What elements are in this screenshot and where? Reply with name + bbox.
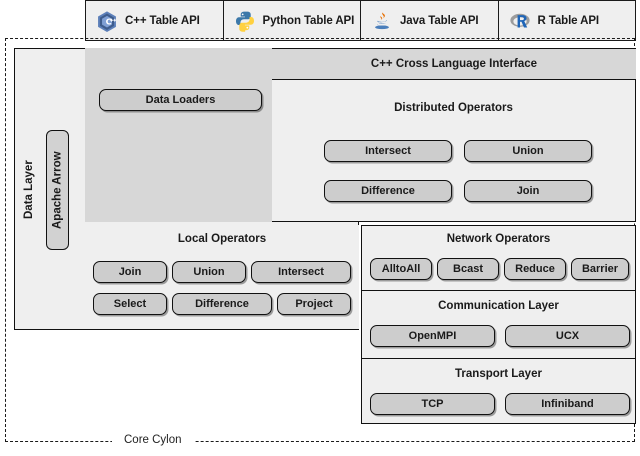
chip-local-join[interactable]: Join <box>93 261 167 283</box>
communication-layer-title: Communication Layer <box>438 300 559 312</box>
data-loaders-region <box>85 48 272 222</box>
chip-distributed-intersect[interactable]: Intersect <box>324 140 452 162</box>
divider-network-communication <box>361 290 636 291</box>
transport-layer-title: Transport Layer <box>455 368 542 380</box>
chip-distributed-difference[interactable]: Difference <box>324 180 452 202</box>
java-logo-icon <box>375 11 389 29</box>
divider-communication-transport <box>361 358 636 359</box>
api-box-java[interactable]: Java Table API <box>361 0 499 41</box>
chip-local-intersect[interactable]: Intersect <box>251 261 351 283</box>
local-operators-title: Local Operators <box>177 233 267 245</box>
chip-communication-ucx[interactable]: UCX <box>505 325 630 347</box>
chip-distributed-union[interactable]: Union <box>464 140 592 162</box>
chip-network-alltoall[interactable]: AlltoAll <box>370 258 432 280</box>
api-label-python: Python Table API <box>262 14 355 27</box>
chip-network-reduce[interactable]: Reduce <box>504 258 566 280</box>
chip-local-select[interactable]: Select <box>93 293 167 315</box>
api-label-cpp: C++ Table API <box>125 14 200 27</box>
chip-distributed-join[interactable]: Join <box>464 180 592 202</box>
cpp-logo-icon: C <box>98 10 117 32</box>
apache-arrow-label: Apache Arrow <box>51 151 64 229</box>
api-label-java: Java Table API <box>400 14 479 27</box>
distributed-operators-title: Distributed Operators <box>394 102 513 114</box>
svg-text:C: C <box>106 16 112 26</box>
r-logo-icon <box>509 13 530 28</box>
api-strip: C C++ Table API Python Table API <box>85 0 636 41</box>
api-box-r[interactable]: R Table API <box>498 0 636 41</box>
api-box-python[interactable]: Python Table API <box>223 0 361 41</box>
chip-transport-tcp[interactable]: TCP <box>370 393 495 415</box>
apache-arrow-box[interactable]: Apache Arrow <box>46 130 69 250</box>
chip-transport-infiniband[interactable]: Infiniband <box>505 393 630 415</box>
core-cylon-label: Core Cylon <box>112 434 194 446</box>
cross-language-interface-band: C++ Cross Language Interface <box>272 48 636 80</box>
chip-network-bcast[interactable]: Bcast <box>437 258 499 280</box>
api-label-r: R Table API <box>537 14 600 27</box>
python-logo-icon <box>235 11 254 32</box>
chip-network-barrier[interactable]: Barrier <box>571 258 629 280</box>
api-box-cpp[interactable]: C C++ Table API <box>85 0 224 41</box>
chip-local-union[interactable]: Union <box>172 261 246 283</box>
chip-local-difference[interactable]: Difference <box>172 293 272 315</box>
network-operators-title: Network Operators <box>446 233 551 245</box>
chip-local-project[interactable]: Project <box>277 293 351 315</box>
data-layer-label: Data Layer <box>23 160 35 220</box>
chip-data-loaders[interactable]: Data Loaders <box>99 89 262 111</box>
cross-language-interface-title: C++ Cross Language Interface <box>370 58 538 70</box>
chip-communication-openmpi[interactable]: OpenMPI <box>370 325 495 347</box>
